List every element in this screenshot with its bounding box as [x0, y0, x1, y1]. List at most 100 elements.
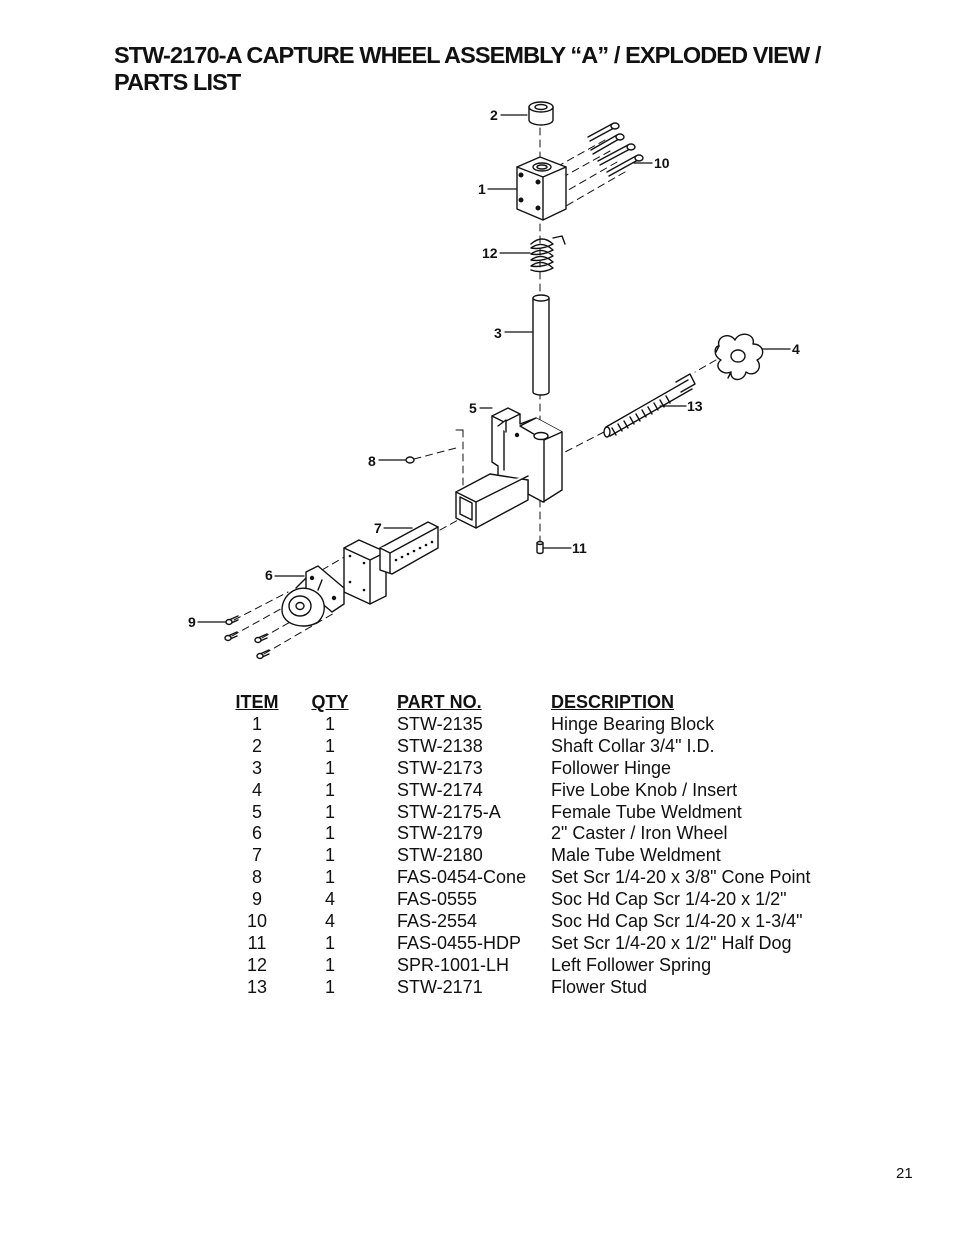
part-no-cell: STW-2174	[397, 779, 483, 800]
item-cell: 9	[251, 889, 262, 910]
item-cell: 2	[251, 735, 262, 756]
description-cell: Soc Hd Cap Scr 1/4-20 x 1/2"	[551, 889, 787, 910]
header-description: DESCRIPTION	[551, 692, 675, 712]
table-row: 3 1 STW-2173 Follower Hinge	[230, 758, 811, 780]
parts-list-header-row: ITEM QTY PART NO. DESCRIPTION	[230, 692, 811, 714]
item-cell: 13	[246, 976, 268, 997]
item-cell: 3	[251, 757, 262, 778]
callout-leaders	[197, 114, 791, 623]
table-row: 4 1 STW-2174 Five Lobe Knob / Insert	[230, 780, 811, 802]
part-no-cell: STW-2171	[397, 976, 483, 997]
callout-13: 13	[687, 398, 703, 414]
page-title: STW-2170-A CAPTURE WHEEL ASSEMBLY “A” / …	[114, 42, 894, 96]
table-row: 12 1 SPR-1001-LH Left Follower Spring	[230, 955, 811, 977]
description-cell: Female Tube Weldment	[551, 801, 742, 822]
qty-cell: 1	[324, 954, 335, 975]
part-no-cell: STW-2173	[397, 757, 483, 778]
callout-numbers: 1 2 3 4 5 6 7 8 9 10 11 12 13	[188, 107, 800, 630]
item-cell: 6	[251, 823, 262, 844]
part-no-cell: STW-2179	[397, 823, 483, 844]
qty-cell: 1	[324, 801, 335, 822]
callout-4: 4	[792, 341, 800, 357]
description-cell: Set Scr 1/4-20 x 1/2" Half Dog	[551, 932, 792, 953]
qty-cell: 1	[324, 976, 335, 997]
shaft-collar-part	[528, 101, 554, 126]
page-number: 21	[896, 1165, 913, 1182]
table-row: 2 1 STW-2138 Shaft Collar 3/4" I.D.	[230, 736, 811, 758]
item-cell: 1	[251, 713, 262, 734]
caster-wheel-part	[281, 565, 345, 627]
callout-2: 2	[490, 107, 498, 123]
part-no-cell: FAS-0555	[397, 889, 478, 910]
five-lobe-knob-part	[714, 333, 764, 381]
description-cell: Follower Hinge	[551, 757, 672, 778]
hinge-bearing-block-part	[516, 156, 567, 221]
callout-7: 7	[374, 520, 382, 536]
callout-8: 8	[368, 453, 376, 469]
part-no-cell: SPR-1001-LH	[397, 954, 510, 975]
exploded-view-diagram	[197, 101, 791, 660]
qty-cell: 1	[324, 735, 335, 756]
table-row: 13 1 STW-2171 Flower Stud	[230, 977, 811, 999]
item-cell: 5	[251, 801, 262, 822]
description-cell: Left Follower Spring	[551, 954, 712, 975]
set-screw-half-dog-part	[536, 540, 544, 555]
callout-12: 12	[482, 245, 498, 261]
item-cell: 8	[251, 867, 262, 888]
qty-cell: 1	[324, 713, 335, 734]
qty-cell: 1	[324, 823, 335, 844]
header-qty: QTY	[311, 692, 349, 712]
part-no-cell: FAS-2554	[397, 911, 478, 932]
callout-3: 3	[494, 325, 502, 341]
qty-cell: 4	[324, 911, 335, 932]
callout-9: 9	[188, 614, 196, 630]
follower-hinge-shaft-part	[532, 294, 550, 396]
item-cell: 11	[247, 932, 267, 953]
table-row: 7 1 STW-2180 Male Tube Weldment	[230, 845, 811, 867]
qty-cell: 1	[324, 932, 335, 953]
item-cell: 7	[251, 845, 262, 866]
description-cell: Hinge Bearing Block	[551, 713, 715, 734]
part-no-cell: STW-2135	[397, 713, 483, 734]
item-cell: 12	[246, 954, 268, 975]
female-tube-weldment-part	[455, 407, 563, 529]
callout-1: 1	[478, 181, 486, 197]
qty-cell: 1	[324, 779, 335, 800]
cap-screws-upper-part	[587, 122, 644, 177]
page-title-line-1: STW-2170-A CAPTURE WHEEL ASSEMBLY “A” / …	[114, 42, 821, 68]
item-cell: 10	[246, 911, 268, 932]
qty-cell: 4	[324, 889, 335, 910]
qty-cell: 1	[324, 845, 335, 866]
part-no-cell: FAS-0455-HDP	[397, 932, 522, 953]
description-cell: 2" Caster / Iron Wheel	[551, 823, 728, 844]
table-row: 9 4 FAS-0555 Soc Hd Cap Scr 1/4-20 x 1/2"	[230, 889, 811, 911]
page-title-line-2: PARTS LIST	[114, 69, 241, 95]
qty-cell: 1	[324, 867, 335, 888]
description-cell: Flower Stud	[551, 976, 648, 997]
header-part-no: PART NO.	[397, 692, 482, 712]
description-cell: Male Tube Weldment	[551, 845, 721, 866]
flower-stud-part	[603, 373, 696, 438]
callout-5: 5	[469, 400, 477, 416]
callout-11: 11	[572, 540, 587, 556]
part-no-cell: FAS-0454-Cone	[397, 867, 527, 888]
item-cell: 4	[251, 779, 262, 800]
table-row: 6 1 STW-2179 2" Caster / Iron Wheel	[230, 823, 811, 845]
part-no-cell: STW-2138	[397, 735, 483, 756]
description-cell: Five Lobe Knob / Insert	[551, 779, 738, 800]
table-row: 1 1 STW-2135 Hinge Bearing Block	[230, 714, 811, 736]
qty-cell: 1	[324, 757, 335, 778]
header-item: ITEM	[235, 692, 279, 712]
follower-spring-part	[530, 235, 566, 273]
part-no-cell: STW-2180	[397, 845, 483, 866]
description-cell: Shaft Collar 3/4" I.D.	[551, 735, 715, 756]
male-tube-weldment-part	[343, 521, 439, 605]
callout-6: 6	[265, 567, 273, 583]
callout-10: 10	[654, 155, 670, 171]
